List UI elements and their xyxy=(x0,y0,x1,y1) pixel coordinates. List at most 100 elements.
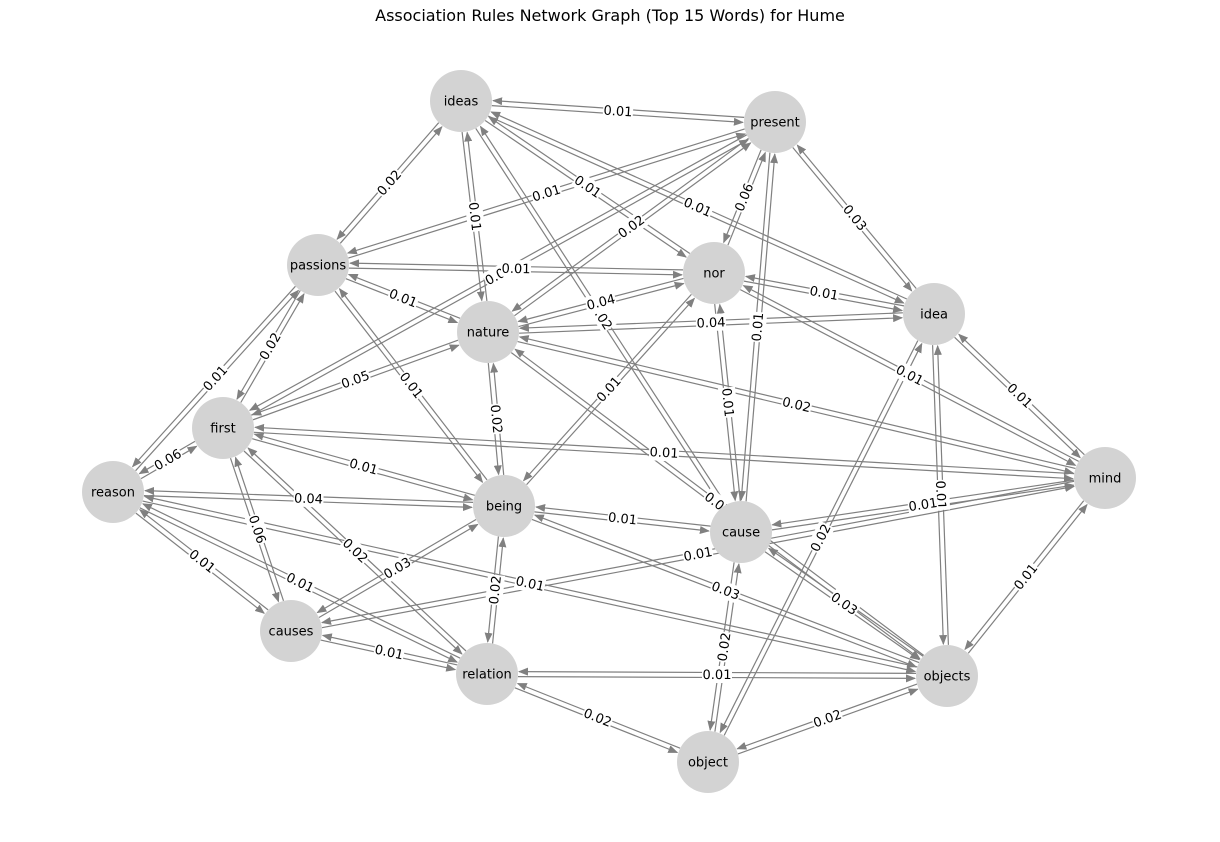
edge-label-group: 0.02 xyxy=(372,165,406,200)
edge-label: 0.01 xyxy=(681,195,714,221)
node-circle xyxy=(430,70,492,132)
edge-label-group: 0.01 xyxy=(1003,379,1037,413)
edge-label-group: 0.01 xyxy=(606,508,639,529)
node-label: passions xyxy=(290,259,347,274)
edge-label-background xyxy=(1009,559,1042,594)
edge-label: 0.01 xyxy=(750,312,767,342)
edge-label-group: 0.01 xyxy=(602,101,634,121)
edge-label-group: 0.06 xyxy=(244,512,271,547)
edge-label-background xyxy=(584,290,618,315)
edge-label-background xyxy=(717,386,739,419)
edge-label: 0.01 xyxy=(908,496,939,515)
edge-label-background xyxy=(592,372,625,407)
edge-label-group: 0.02 xyxy=(580,704,615,731)
edge-label-group: 0.02 xyxy=(338,534,373,568)
node-label: cause xyxy=(722,526,760,541)
edge-label-background xyxy=(338,534,373,568)
edge-label: 0.02 xyxy=(487,404,505,434)
edge-label-group: 0.02 xyxy=(713,630,735,663)
edge-label-group: 0.01 xyxy=(198,361,232,395)
node-circle xyxy=(82,461,144,523)
edge-label-group: 0.01 xyxy=(648,443,680,462)
node-nature: nature xyxy=(457,301,519,363)
node-causes: causes xyxy=(260,600,322,662)
edge-label: 0.01 xyxy=(501,262,530,278)
edge-label-background xyxy=(380,553,415,583)
edge-label-group: 0.01 xyxy=(592,372,625,407)
edge-label-background xyxy=(513,571,547,596)
edge-label-group: 0.01 xyxy=(372,640,406,664)
node-objects: objects xyxy=(916,645,978,707)
edge-label-group: 0.01 xyxy=(464,200,486,233)
edge-label-background xyxy=(185,545,220,578)
edge-label-background xyxy=(747,311,768,343)
edge-label-group: 0.04 xyxy=(695,313,727,332)
edge-label: 0.01 xyxy=(186,547,218,577)
edge-label-group: 0.01 xyxy=(386,284,421,312)
edge-label-background xyxy=(244,512,271,547)
edge-label: 0.06 xyxy=(733,181,758,213)
edge-label-group: 0.01 xyxy=(500,259,532,278)
edge-label: 0.04 xyxy=(294,491,323,507)
edge-label: 0.02 xyxy=(808,522,834,555)
edge-label-background xyxy=(614,210,649,243)
node-circle xyxy=(192,397,254,459)
edge-label-background xyxy=(570,171,605,203)
node-relation: relation xyxy=(456,643,518,705)
edge-label: 0.01 xyxy=(603,104,633,121)
edge-label-background xyxy=(346,454,381,479)
edge-label-group: 0.01 xyxy=(1009,559,1042,594)
node-ideas: ideas xyxy=(430,70,492,132)
node-label: ideas xyxy=(444,95,479,110)
node-label: nor xyxy=(703,267,725,282)
edge-label: 0.01 xyxy=(718,387,736,417)
edge-label-background xyxy=(500,259,532,278)
node-present: present xyxy=(744,91,806,153)
node-circle xyxy=(683,242,745,304)
node-label: causes xyxy=(269,625,314,640)
edge-label-background xyxy=(713,630,735,663)
edge-label-background xyxy=(680,193,715,221)
node-label: reason xyxy=(91,486,135,501)
edge-label-background xyxy=(486,403,507,435)
edge-label: 0.02 xyxy=(812,708,844,732)
edge-label-group: 0.01 xyxy=(906,493,940,516)
edge-label-group: 0.04 xyxy=(293,489,324,508)
node-circle xyxy=(710,501,772,563)
edge-label: 0.01 xyxy=(283,570,316,596)
node-label: present xyxy=(750,116,799,131)
edge-label-background xyxy=(283,568,318,597)
edge-label: 0.01 xyxy=(531,182,563,205)
edge-label: 0.01 xyxy=(607,510,637,528)
edge-label: 0.01 xyxy=(396,370,426,402)
node-first: first xyxy=(192,397,254,459)
edge-label-group: 0.01 xyxy=(717,386,739,419)
node-circle xyxy=(1074,447,1136,509)
edge-label-background xyxy=(464,200,486,233)
edge-label: 0.01 xyxy=(465,201,483,232)
edge-label-background xyxy=(807,281,841,305)
edge-label-background xyxy=(372,640,406,664)
edge-label-group: 0.01 xyxy=(701,665,733,684)
edge-label-background xyxy=(372,165,406,200)
edge-label-group: 0.01 xyxy=(807,281,841,305)
edge-label-group: 0.02 xyxy=(780,392,814,417)
node-cause: cause xyxy=(710,501,772,563)
edge-label-group: 0.01 xyxy=(681,542,715,566)
edge-label-background xyxy=(892,360,927,390)
node-object: object xyxy=(677,731,739,793)
edge-label-group: 0.01 xyxy=(680,193,715,221)
node-label: nature xyxy=(467,326,510,341)
node-circle xyxy=(457,301,519,363)
edge-label-group: 0.05 xyxy=(338,366,373,393)
edge-label: 0.01 xyxy=(1004,381,1035,412)
edge-label: 0.02 xyxy=(487,575,505,605)
edge-label: 0.06 xyxy=(245,514,268,546)
edge-label: 0.01 xyxy=(893,363,926,390)
edge-label-background xyxy=(695,313,727,332)
edge-label-background xyxy=(395,368,428,403)
edge-label: 0.01 xyxy=(702,668,731,683)
nodes-layer: ideaspresentpassionsnorideanaturefirstmi… xyxy=(82,70,1136,793)
edge-label: 0.01 xyxy=(594,374,625,406)
edge-label-background xyxy=(838,200,871,235)
